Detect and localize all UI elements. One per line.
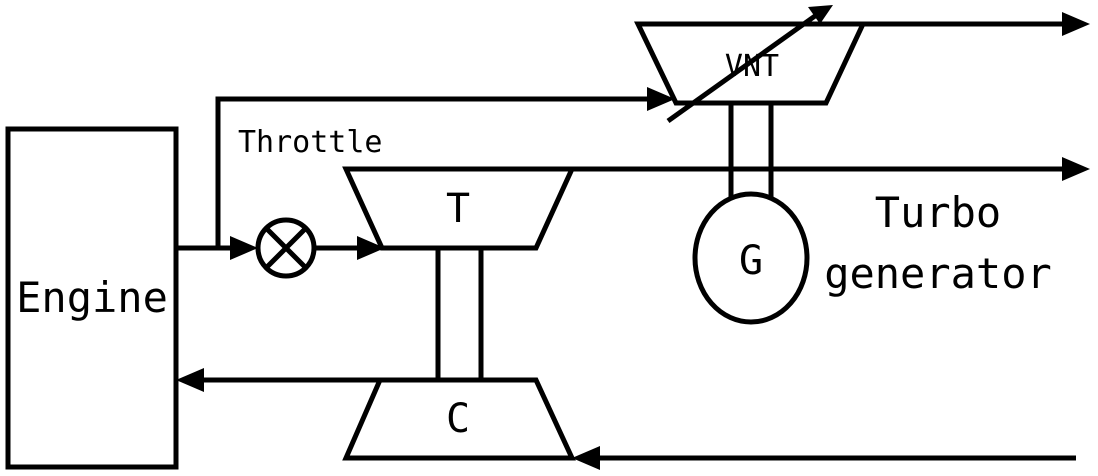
generator-g: [692, 191, 810, 325]
engine-inlet-arrow: [176, 368, 204, 392]
turbo-generator-label-line1: Turbo: [875, 188, 1001, 237]
vnt-label: VNT: [725, 49, 779, 84]
throttle-valve: [255, 217, 317, 279]
compressor-inlet-arrow: [572, 446, 600, 470]
throttle-label: Throttle: [238, 125, 383, 160]
vnt-adjust-line: [666, 13, 817, 124]
turbo-generator-label-line2: generator: [824, 249, 1052, 298]
turbine-inlet-arrow: [357, 236, 385, 260]
vnt-adjust-arrow: [808, 5, 833, 24]
generator-shaft: [728, 104, 774, 198]
turbine-exhaust-arrow: [1062, 157, 1090, 181]
vnt-inlet-arrow: [647, 87, 675, 111]
throttle-inlet-arrow: [230, 236, 258, 260]
turbocharger-shaft: [435, 250, 484, 378]
engine-block: [5, 126, 179, 470]
vnt-bypass-line: [215, 96, 655, 248]
engine-label: Engine: [16, 273, 168, 322]
turbine-label: T: [446, 186, 470, 232]
vnt-exhaust-arrow: [1062, 12, 1090, 36]
turbine-t: [342, 166, 576, 251]
generator-label: G: [739, 238, 763, 284]
compressor-label: C: [446, 396, 470, 442]
